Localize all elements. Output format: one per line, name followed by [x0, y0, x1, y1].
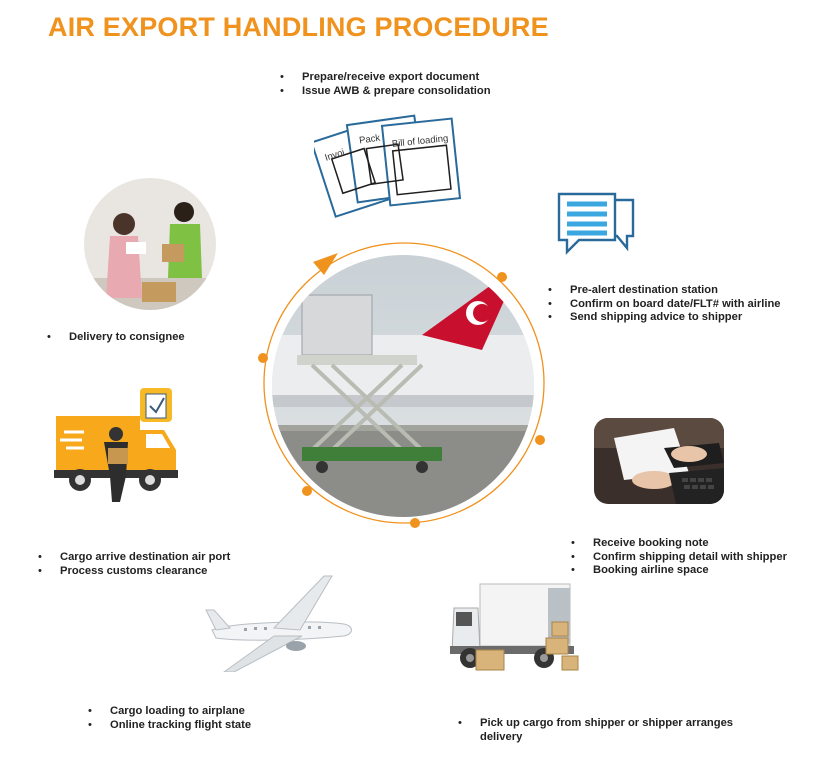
bullet-item: Receive booking note	[571, 537, 820, 551]
bullet-item: Confirm on board date/FLT# with airline	[548, 298, 788, 312]
documents-bullets: Prepare/receive export document Issue AW…	[280, 71, 540, 98]
courier-truck-icon	[54, 388, 178, 502]
bullet-item: Cargo loading to airplane	[88, 705, 328, 719]
airplane-icon	[205, 575, 352, 672]
bullet-item: Send shipping advice to shipper	[548, 311, 788, 325]
bullet-item: Prepare/receive export document	[280, 71, 540, 85]
doc-label: Pack	[358, 133, 381, 147]
bullet-item: Confirm shipping detail with shipper	[571, 551, 820, 565]
cycle-dot	[535, 435, 545, 445]
bullet-item: Process customs clearance	[38, 565, 298, 579]
bullet-item: Cargo arrive destination air port	[38, 551, 298, 565]
cycle-arrow-icon	[313, 253, 338, 275]
box-truck-icon	[450, 583, 579, 671]
typing-hands-photo	[594, 418, 724, 504]
customs-bullets: Cargo arrive destination air port Proces…	[38, 551, 298, 578]
cycle-dot	[302, 486, 312, 496]
prealert-bullets: Pre-alert destination station Confirm on…	[548, 284, 788, 325]
package-handover-photo	[84, 178, 216, 310]
loading-bullets: Cargo loading to airplane Online trackin…	[88, 705, 328, 732]
cycle-dot	[258, 353, 268, 363]
delivery-bullets: Delivery to consignee	[47, 331, 267, 345]
cycle-dot	[410, 518, 420, 528]
bullet-item: Delivery to consignee	[47, 331, 267, 345]
pickup-bullets: Pick up cargo from shipper or shipper ar…	[458, 717, 758, 744]
bullet-item: Pre-alert destination station	[548, 284, 788, 298]
documents-icon: Invoi Pack Bill of loading	[314, 114, 462, 218]
center-cargo-photo	[272, 255, 534, 517]
bullet-item: Online tracking flight state	[88, 719, 328, 733]
booking-bullets: Receive booking note Confirm shipping de…	[571, 537, 820, 578]
page-title: AIR EXPORT HANDLING PROCEDURE	[48, 12, 549, 42]
bullet-item: Pick up cargo from shipper or shipper ar…	[458, 717, 758, 744]
bullet-item: Booking airline space	[571, 564, 820, 578]
chat-bubble-icon	[557, 192, 635, 255]
bullet-item: Issue AWB & prepare consolidation	[280, 85, 540, 99]
cycle-dot	[497, 272, 507, 282]
